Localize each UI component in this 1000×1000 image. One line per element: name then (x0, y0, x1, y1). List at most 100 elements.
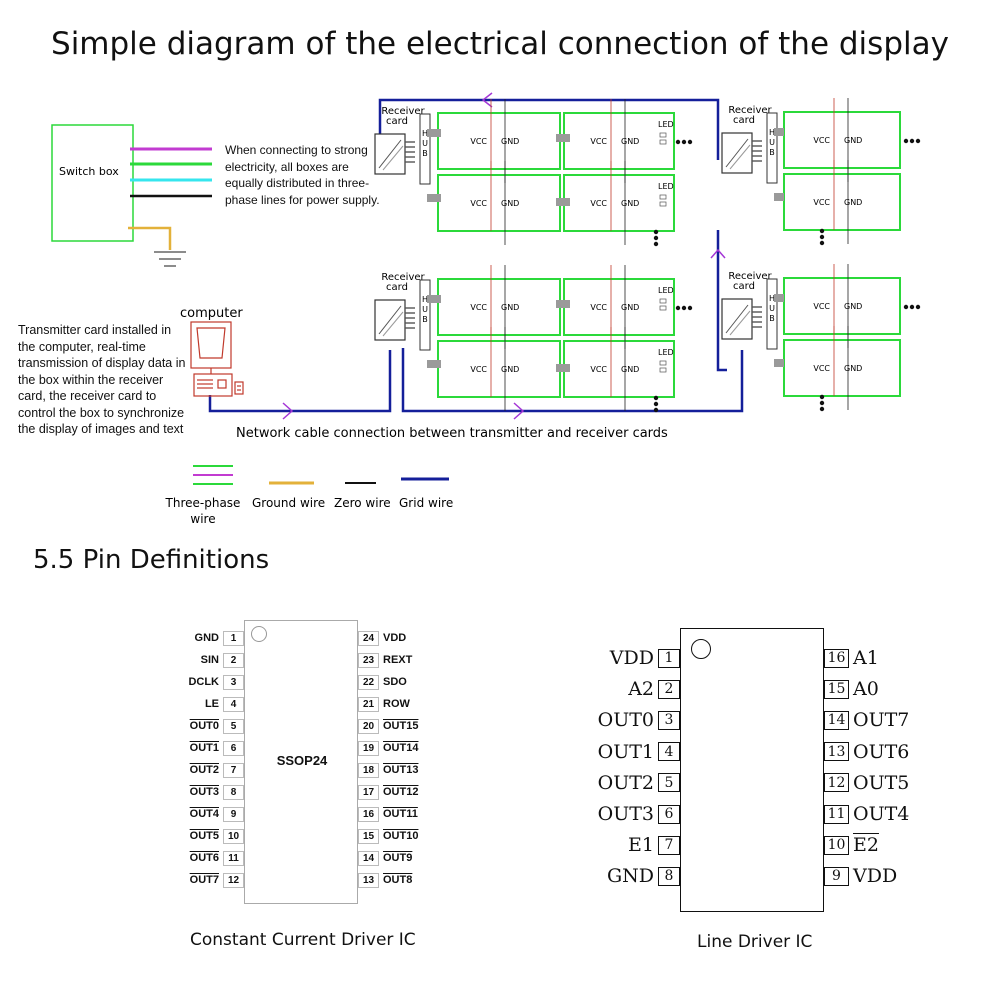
pin-number: 5 (223, 718, 244, 734)
module-connector (556, 198, 570, 206)
more-dots-icon (819, 228, 825, 246)
pin-number: 13 (358, 872, 379, 888)
pin-number: 3 (658, 710, 680, 730)
pin-number: 15 (824, 679, 849, 699)
pin-name: OUT10 (383, 830, 419, 842)
module-connector (427, 194, 441, 202)
pin-number: 2 (658, 679, 680, 699)
pin-name: E2 (853, 834, 879, 857)
led-label: LED (658, 182, 674, 191)
receiver-card-icon (721, 298, 762, 340)
ic1-pin-3: DCLK 3 (188, 673, 244, 691)
ic1-pin-5: OUT0 5 (190, 717, 244, 735)
more-dots-icon (819, 394, 825, 412)
gnd-label: GND (621, 365, 639, 374)
gnd-label: GND (844, 198, 862, 207)
module-connector (774, 128, 784, 136)
section-title: 5.5 Pin Definitions (33, 545, 270, 575)
pin-name: OUT8 (383, 874, 413, 886)
pin-name: OUT2 (189, 764, 219, 776)
ic1-package-label: SSOP24 (276, 753, 328, 768)
pin-number: 13 (824, 742, 849, 762)
pin-name: OUT1 (597, 740, 654, 763)
ic1-pin-17: 17 OUT12 (358, 783, 418, 801)
pin-name: OUT7 (189, 874, 219, 886)
pin-name: DCLK (188, 676, 219, 688)
module-connector (427, 295, 441, 303)
vcc-label: VCC (813, 136, 830, 145)
vcc-label: VCC (813, 198, 830, 207)
pin-name: GND (606, 865, 654, 888)
pin-number: 16 (824, 648, 849, 668)
pin-name: OUT4 (189, 808, 219, 820)
module-connector (556, 300, 570, 308)
pin-name: OUT4 (853, 803, 910, 825)
ic2-body (680, 628, 824, 912)
module-connector (556, 364, 570, 372)
pin-name: A1 (853, 647, 879, 669)
pin-name: OUT6 (189, 852, 219, 864)
pin-number: 4 (223, 696, 244, 712)
legend-three-phase-line1: Three-phase (165, 496, 241, 510)
pin-number: 11 (824, 804, 849, 824)
power-note: When connecting to strong electricity, a… (225, 143, 380, 207)
vcc-label: VCC (813, 302, 830, 311)
vcc-label: VCC (470, 199, 487, 208)
pin-name: OUT15 (383, 720, 419, 732)
pin-number: 12 (824, 773, 849, 793)
legend: Three-phase wire Ground wire Zero wire G… (165, 465, 453, 526)
led-label: LED (658, 348, 674, 357)
legend-ground-label: Ground wire (252, 496, 325, 510)
ic1-pin-15: 15 OUT10 (358, 827, 418, 845)
led-module: VCC GND (783, 160, 901, 244)
led-label: LED (658, 286, 674, 295)
vcc-label: VCC (590, 303, 607, 312)
more-dots-icon (675, 305, 693, 311)
pin-number: 22 (358, 674, 379, 690)
pin-number: 17 (358, 784, 379, 800)
pin-number: 18 (358, 762, 379, 778)
pin-name: VDD (853, 865, 898, 888)
transmitter-note: Transmitter card installed in the comput… (18, 323, 186, 436)
legend-zero-label: Zero wire (334, 496, 391, 510)
pin-name: E1 (628, 834, 654, 857)
pin-number: 8 (223, 784, 244, 800)
pin-name: OUT7 (853, 709, 910, 732)
pin-name: OUT0 (189, 720, 219, 732)
vcc-label: VCC (470, 137, 487, 146)
more-dots-icon (903, 304, 921, 310)
pin-name: OUT12 (383, 786, 419, 798)
pin-name: OUT2 (597, 771, 654, 794)
pin-name: VDD (383, 632, 407, 644)
pin-number: 3 (223, 674, 244, 690)
pin-number: 10 (824, 835, 849, 855)
pin-number: 15 (358, 828, 379, 844)
pin1-marker-icon (691, 639, 711, 659)
more-dots-icon (903, 138, 921, 144)
vcc-label: VCC (590, 137, 607, 146)
